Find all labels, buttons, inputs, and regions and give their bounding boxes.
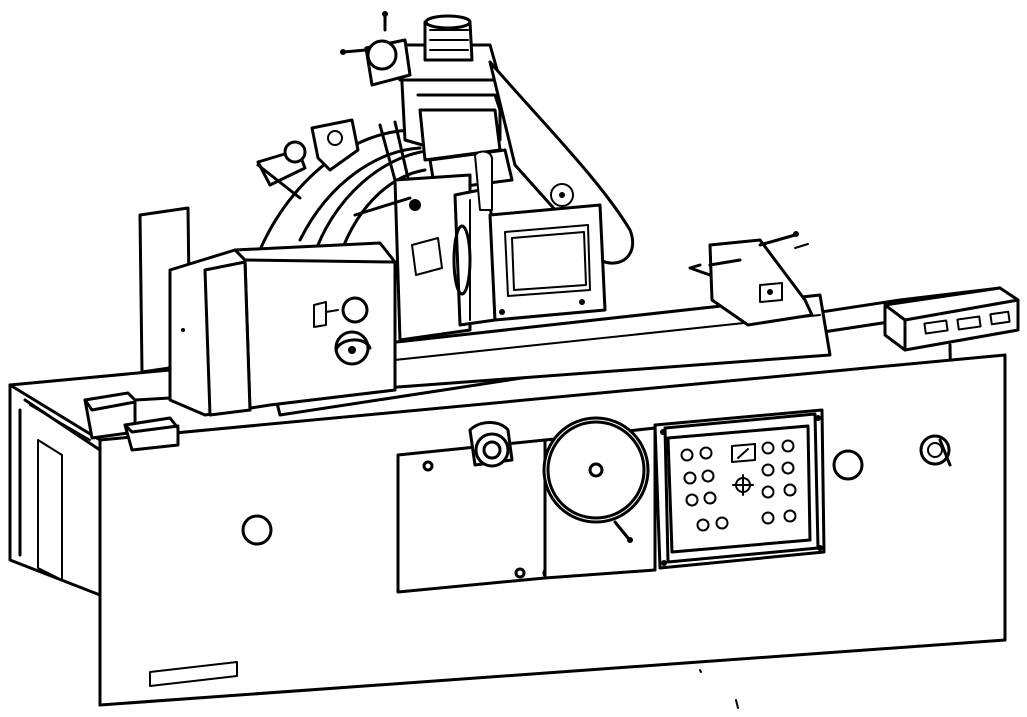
base-nameplate <box>149 661 238 687</box>
dresser-arm <box>256 140 307 200</box>
panel-button <box>761 463 775 477</box>
panel-button <box>703 491 717 505</box>
panel-button <box>683 471 697 485</box>
wheel-head-body <box>353 120 472 342</box>
handwheel <box>542 416 650 543</box>
panel-button <box>715 516 729 530</box>
panel-button <box>781 461 795 475</box>
motor-cap <box>423 14 474 62</box>
indicator-mount <box>340 11 412 87</box>
panel-indicator-crosshair <box>732 474 754 496</box>
panel-button <box>761 511 775 525</box>
panel-button <box>699 446 713 460</box>
panel-button <box>761 485 775 499</box>
diamond-dresser-bracket <box>310 118 360 172</box>
panel-meter <box>731 443 756 463</box>
coolant-valve <box>919 434 952 467</box>
tailstock <box>688 231 814 327</box>
panel-button <box>761 441 775 455</box>
base-right-port <box>832 449 864 481</box>
workhead-controls <box>313 296 372 366</box>
panel-button <box>783 483 797 497</box>
marks <box>699 669 739 709</box>
panel-button <box>781 439 795 453</box>
remote-control-box <box>883 286 1020 472</box>
panel-button <box>701 469 715 483</box>
panel-buttons <box>680 439 797 532</box>
traverse-knob <box>468 421 514 468</box>
panel-button <box>685 493 699 507</box>
panel-button <box>783 509 797 523</box>
base-left-vent-port <box>241 514 273 546</box>
workhead <box>168 241 397 417</box>
left-chip-tray <box>83 391 180 452</box>
wheel-head-housing <box>488 183 607 322</box>
panel-button <box>680 448 694 462</box>
panel-button <box>696 518 710 532</box>
